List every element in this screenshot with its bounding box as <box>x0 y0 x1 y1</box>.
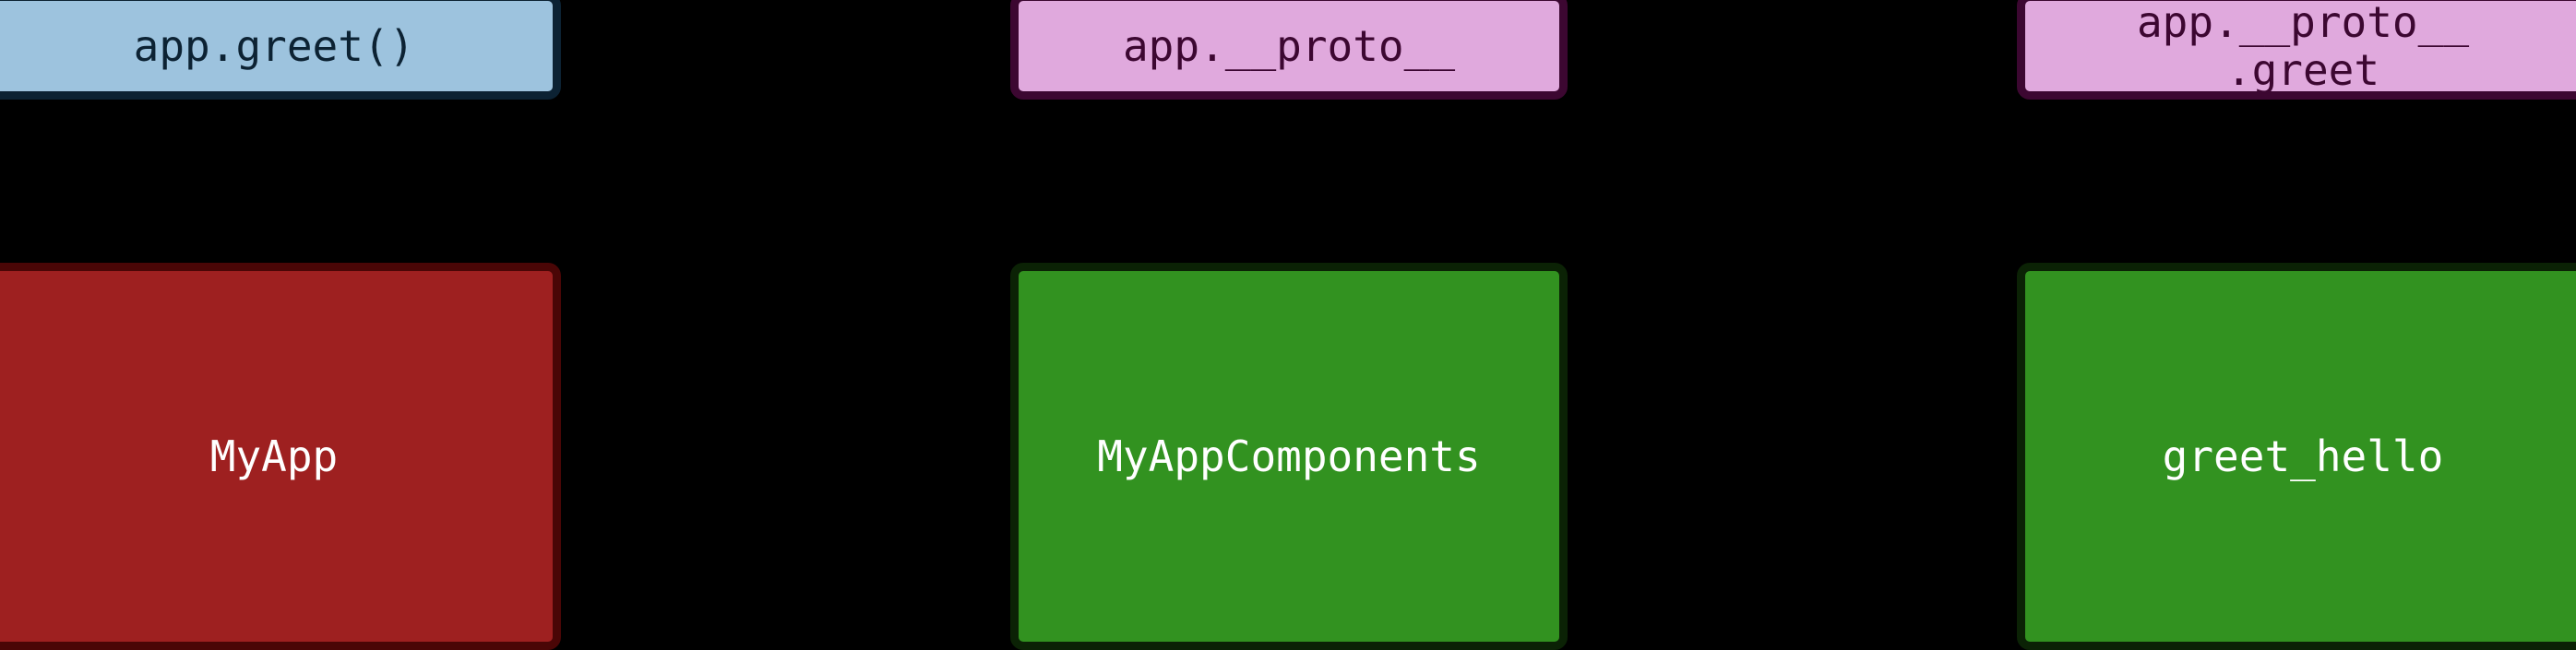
node-app-proto-greet[interactable]: app.__proto__ .greet <box>2017 0 2576 100</box>
node-label: MyApp <box>209 431 339 481</box>
node-label: app.__proto__ <box>1122 20 1456 71</box>
node-app-greet-call[interactable]: app.greet() <box>0 0 561 100</box>
node-app-proto[interactable]: app.__proto__ <box>1010 0 1568 100</box>
node-label: app.__proto__ .greet <box>2136 0 2470 95</box>
node-label: greet_hello <box>2162 431 2444 481</box>
node-label: MyAppComponents <box>1097 431 1481 481</box>
node-label: app.greet() <box>133 20 415 71</box>
node-myapp[interactable]: MyApp <box>0 263 561 650</box>
node-greet-hello[interactable]: greet_hello <box>2017 263 2576 650</box>
node-myappcomponents[interactable]: MyAppComponents <box>1010 263 1568 650</box>
